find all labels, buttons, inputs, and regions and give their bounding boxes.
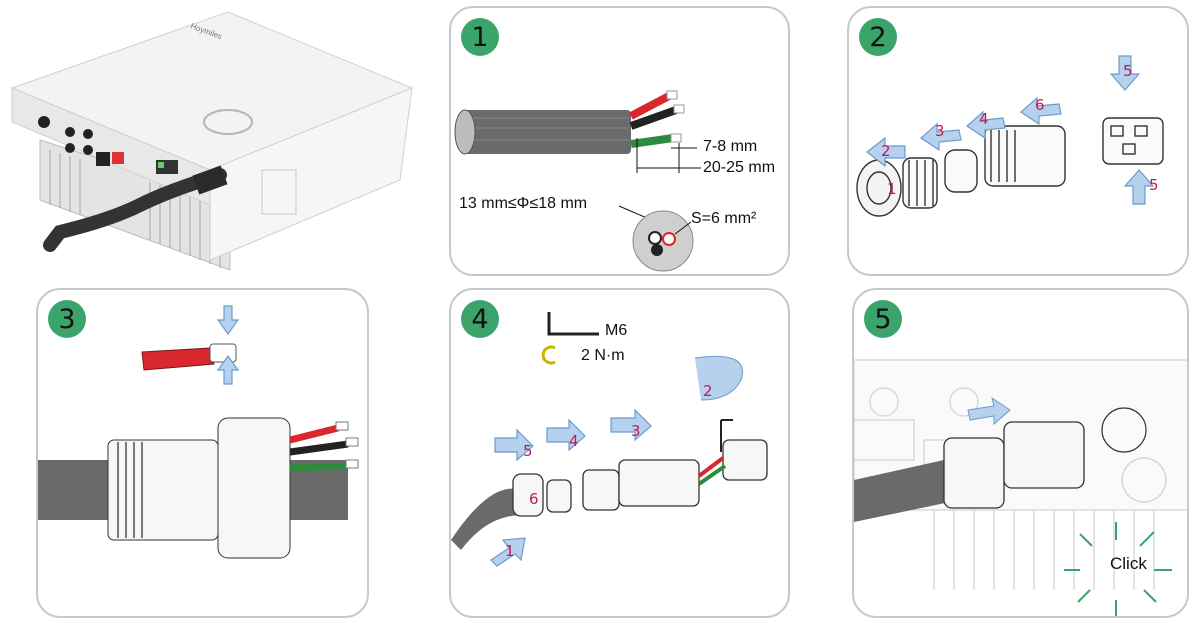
inverter-image: Hoymiles bbox=[10, 11, 414, 271]
arrow-number-2: 2 bbox=[703, 382, 713, 400]
arrow-number-5: 5 bbox=[523, 442, 533, 460]
click-label: Click bbox=[1110, 554, 1147, 573]
cross-section-label: S=6 mm² bbox=[691, 210, 757, 227]
torque-icon bbox=[541, 345, 556, 365]
arrow-number-3: 3 bbox=[631, 422, 641, 440]
tool-size-label: M6 bbox=[605, 322, 628, 339]
cable-diameter-label: 13 mm≤Φ≤18 mm bbox=[459, 195, 588, 212]
arrow-number-1: 1 bbox=[887, 180, 897, 198]
arrow-number-4: 4 bbox=[569, 432, 579, 450]
arrow-number-6: 6 bbox=[1035, 96, 1045, 114]
step-number-badge: 1 bbox=[461, 18, 499, 56]
cable-strip-illustration bbox=[454, 90, 701, 272]
step-5-panel: 5 Click bbox=[852, 288, 1189, 618]
crimp-illustration bbox=[38, 305, 359, 559]
torque-label: 2 N·m bbox=[581, 347, 625, 364]
click-burst-icon bbox=[1064, 522, 1172, 616]
step-1-panel: 1 7-8 mm 20-25 mm 13 mm≤Φ≤18 mm S=6 mm² bbox=[449, 6, 790, 276]
connector-disassembly-illustration: 2 3 4 6 5 5 1 bbox=[856, 55, 1164, 217]
step-3-panel: 3 bbox=[36, 288, 369, 618]
hex-key-icon bbox=[547, 312, 599, 336]
connector-install-illustration bbox=[854, 359, 1187, 616]
arrow-number-5-bottom: 5 bbox=[1149, 176, 1159, 194]
connector-assembly-illustration: 5 4 3 2 6 1 bbox=[451, 312, 768, 567]
arrow-number-3: 3 bbox=[935, 122, 945, 140]
step-number-badge: 2 bbox=[859, 18, 897, 56]
strip-length-short: 7-8 mm bbox=[703, 138, 758, 155]
strip-length-long: 20-25 mm bbox=[703, 159, 776, 176]
arrow-number-6: 6 bbox=[529, 490, 539, 508]
arrow-number-2: 2 bbox=[881, 142, 891, 160]
arrow-number-4: 4 bbox=[979, 110, 989, 128]
step-2-panel: 2 2 3 4 6 5 5 1 bbox=[847, 6, 1189, 276]
step-number-badge: 4 bbox=[461, 300, 499, 338]
step-number-badge: 5 bbox=[864, 300, 902, 338]
arrow-number-5-top: 5 bbox=[1123, 62, 1133, 80]
step-4-panel: 4 5 4 3 2 6 1 M6 2 N·m bbox=[449, 288, 790, 618]
step-number-badge: 3 bbox=[48, 300, 86, 338]
arrow-number-1: 1 bbox=[505, 542, 515, 560]
